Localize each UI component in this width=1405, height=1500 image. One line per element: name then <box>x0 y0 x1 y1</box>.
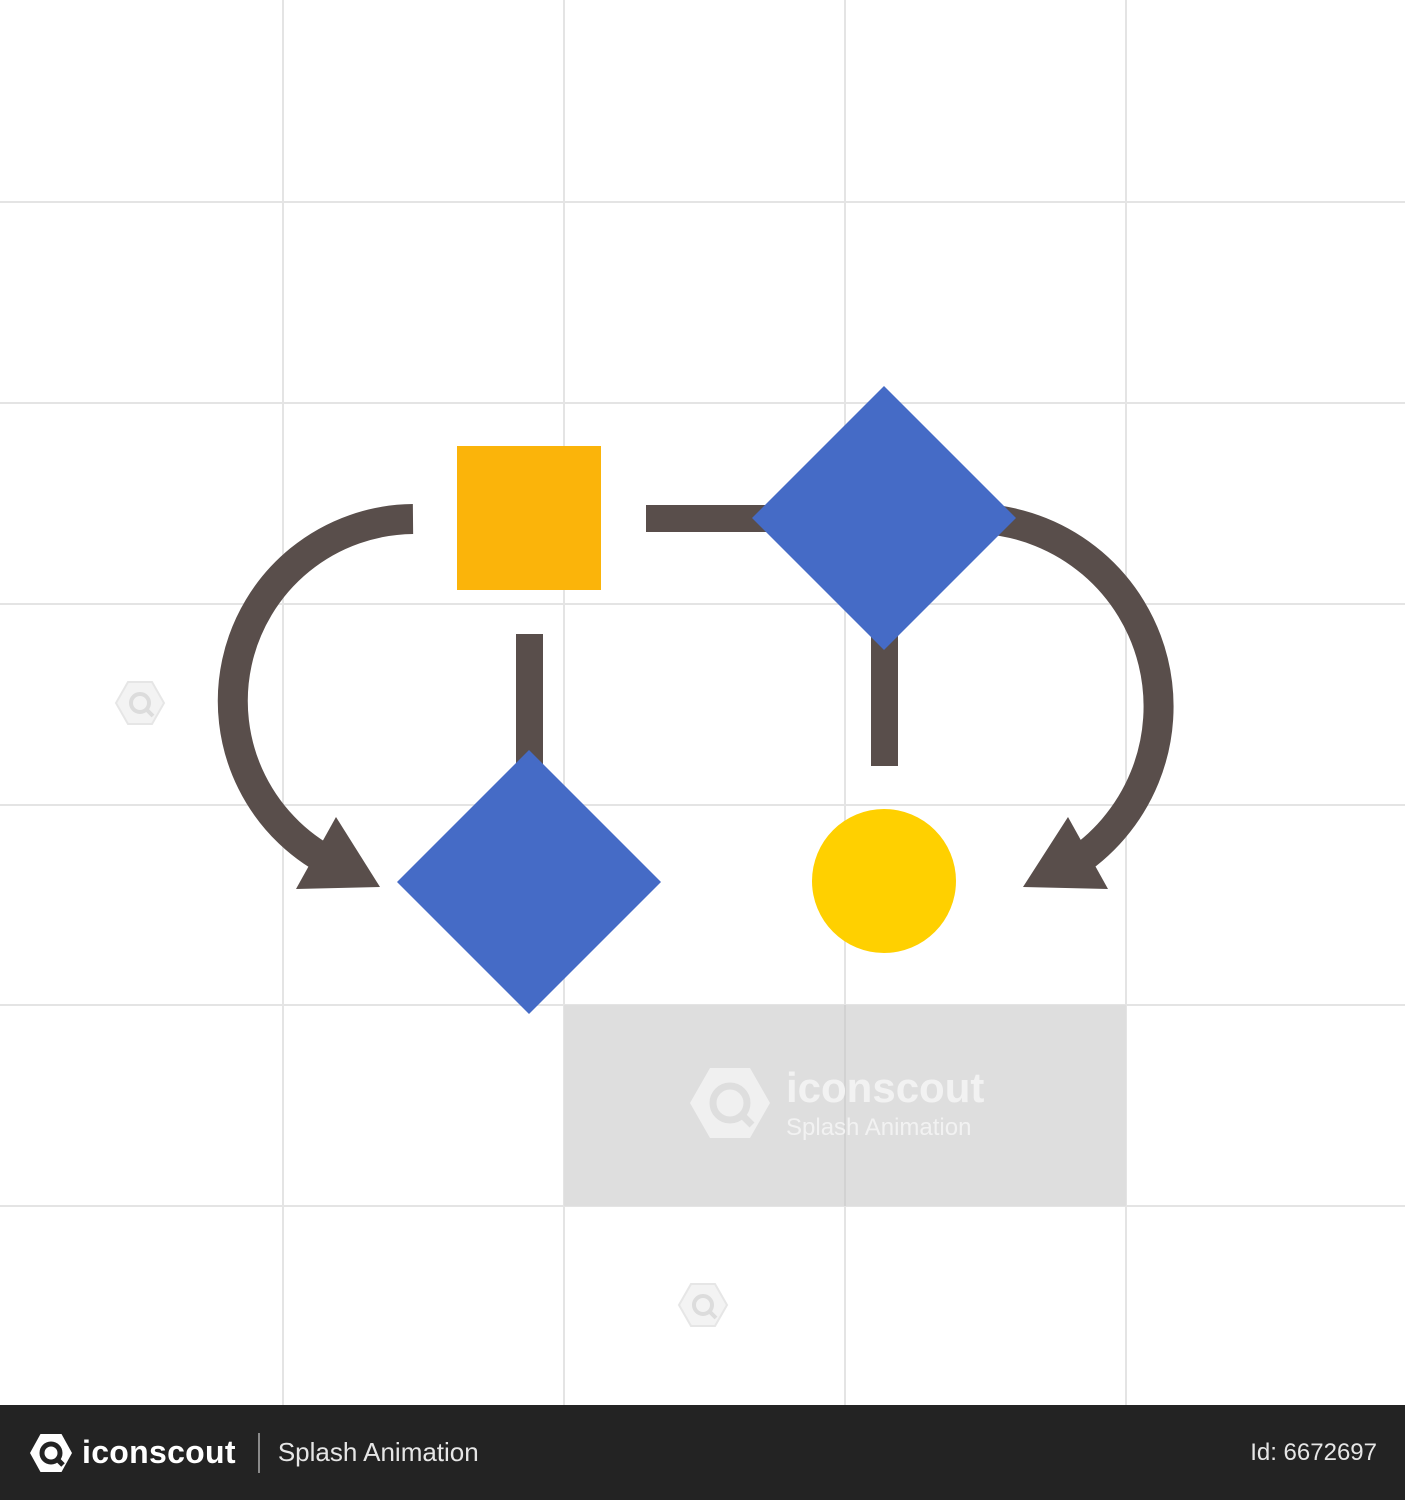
connector-right-diamond-to-circle <box>871 630 898 766</box>
curved-arrow-right <box>983 504 1174 879</box>
watermark-subtitle: Splash Animation <box>786 1114 971 1141</box>
iconscout-logo-icon <box>114 681 166 725</box>
connector-square-to-left-diamond <box>516 634 543 764</box>
watermark: iconscout Splash Animation <box>564 1005 1126 1206</box>
footer-subtitle: Splash Animation <box>277 1437 479 1467</box>
footer-logo[interactable]: iconscout <box>28 1430 236 1476</box>
iconscout-logo-icon <box>30 1433 72 1472</box>
decision-diamond-right <box>752 386 1016 650</box>
iconscout-logo-icon <box>690 1068 770 1138</box>
curved-arrow-left <box>217 504 414 880</box>
footer-bar: iconscout Splash Animation Id: 6672697 <box>0 1405 1405 1500</box>
decision-diamond-left <box>397 750 661 1014</box>
flowchart-canvas: iconscout Splash Animation <box>0 0 1405 1405</box>
process-square <box>457 446 601 590</box>
footer-id: Id: 6672697 <box>1250 1438 1377 1466</box>
nodes <box>397 386 1016 1014</box>
end-circle <box>812 809 956 953</box>
watermark-brand: iconscout <box>786 1064 984 1111</box>
arrowhead-left-icon <box>296 817 380 889</box>
footer-brand: iconscout <box>82 1434 236 1470</box>
arrowhead-right-icon <box>1023 817 1108 889</box>
footer-divider <box>257 1432 260 1473</box>
connectors <box>217 504 1174 889</box>
iconscout-logo-icon <box>677 1283 729 1327</box>
